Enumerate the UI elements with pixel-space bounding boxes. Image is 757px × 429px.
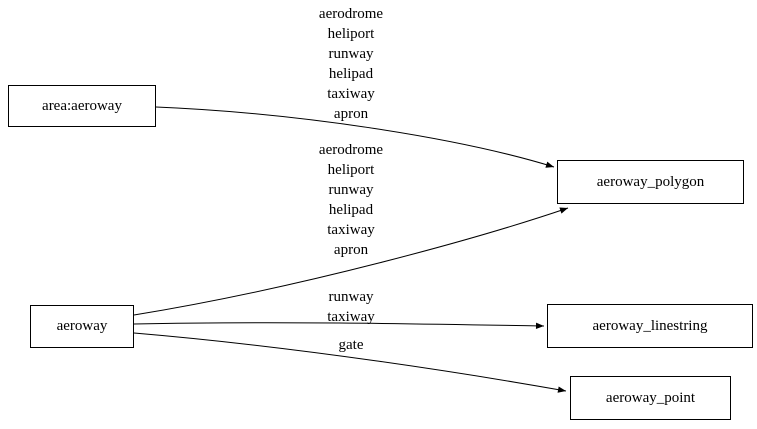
node-aeroway-linestring: aeroway_linestring <box>547 304 753 348</box>
edge-label-aeroway-to-polygon: aerodrome heliport runway helipad taxiwa… <box>318 142 384 258</box>
node-aeroway-polygon: aeroway_polygon <box>557 160 744 204</box>
edge-area-aeroway-to-polygon <box>155 106 555 168</box>
node-area-aeroway: area:aeroway <box>8 85 156 127</box>
edge-aeroway-to-polygon <box>133 207 569 316</box>
node-aeroway: aeroway <box>30 305 134 348</box>
edge-label-aeroway-to-linestring: runway taxiway <box>327 289 375 325</box>
edge-aeroway-to-point <box>133 332 567 393</box>
node-aeroway-point: aeroway_point <box>570 376 731 420</box>
edge-label-aeroway-to-point: gate <box>338 337 364 353</box>
edge-aeroway-to-linestring <box>133 322 545 330</box>
edge-label-area-aeroway-to-polygon: aerodrome heliport runway helipad taxiwa… <box>318 6 384 122</box>
